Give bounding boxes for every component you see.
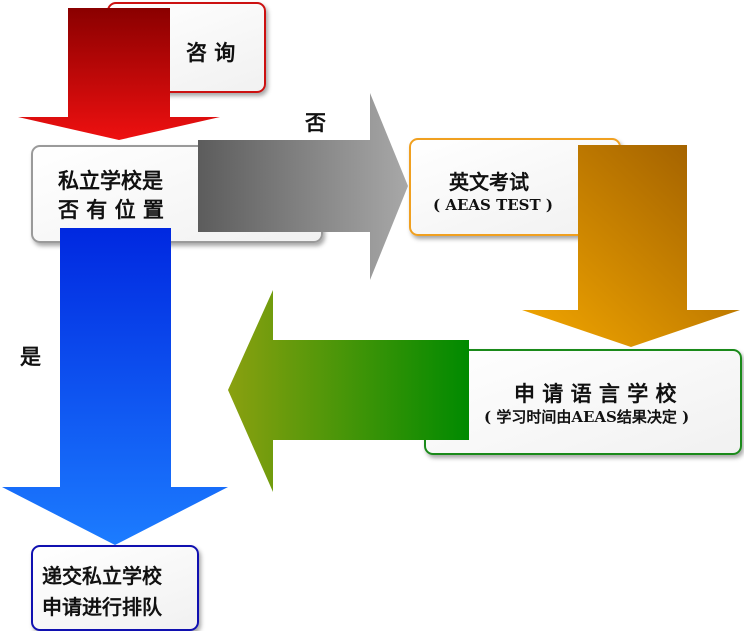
private-school-label-line1: 私立学校是	[58, 168, 163, 193]
private-school-label-line2: 否 有 位 置	[58, 197, 164, 222]
language-school-label-line2: ( 学习时间由AEAS结果决定 )	[484, 408, 690, 426]
arrow-no-to-test	[198, 93, 408, 280]
submit-box	[31, 545, 199, 631]
arrow-test-to-language	[522, 145, 740, 347]
arrow-language-to-yes	[228, 290, 469, 492]
language-school-label-line1: 申 请 语 言 学 校	[514, 381, 677, 406]
submit-label-line2: 申请进行排队	[42, 595, 162, 619]
english-test-label-line2: ( AEAS TEST )	[433, 196, 553, 214]
arrow-consult-to-private	[18, 8, 220, 140]
yes-edge-label: 是	[20, 344, 41, 369]
no-edge-label: 否	[305, 110, 326, 135]
submit-label-line1: 递交私立学校	[42, 564, 162, 588]
consult-label: 咨 询	[186, 40, 236, 65]
arrow-private-to-submit	[2, 228, 228, 545]
language-school-box	[424, 349, 742, 455]
english-test-label-line1: 英文考试	[449, 170, 529, 194]
